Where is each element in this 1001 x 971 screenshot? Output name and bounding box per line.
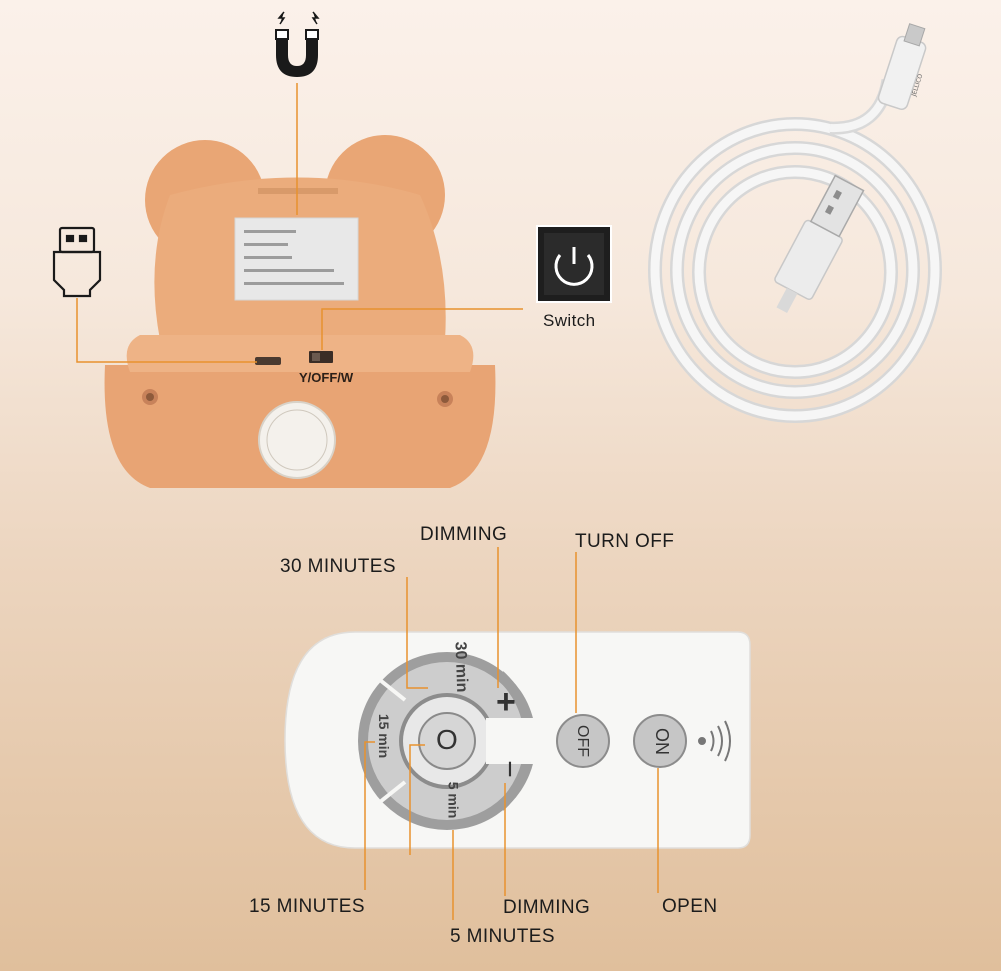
off-button[interactable] (556, 714, 610, 768)
micro-usb-port (255, 357, 281, 365)
label-5-minutes: 5 MINUTES (450, 926, 555, 947)
switch-positions-label: Y/OFF/W (299, 370, 354, 385)
bear-night-light-back (104, 135, 496, 488)
label-15-minutes: 15 MINUTES (249, 896, 365, 917)
power-icon (536, 225, 612, 303)
button-label-30min: 30 min (451, 641, 471, 693)
center-button-label: O (436, 724, 458, 755)
label-dimming-top: DIMMING (420, 524, 508, 545)
plus-button-label: + (496, 683, 516, 721)
minus-button-label: − (492, 760, 526, 778)
on-button[interactable] (633, 714, 687, 768)
center-button[interactable] (418, 712, 476, 770)
label-open: OPEN (662, 896, 718, 917)
ir-signal-icon (698, 720, 731, 762)
top-seam (258, 188, 338, 194)
magnet-icon (275, 11, 320, 77)
on-button-label: ON (652, 728, 672, 755)
remote-leader-lines (364, 547, 659, 920)
device-leader-lines (76, 83, 523, 363)
button-label-5min: 5 min (445, 781, 462, 819)
label-dimming-bottom: DIMMING (503, 897, 591, 918)
label-30-minutes: 30 MINUTES (280, 556, 396, 577)
switch-label: Switch (543, 311, 596, 330)
usb-plug-icon (52, 226, 102, 298)
qc-sticker (258, 401, 336, 479)
button-label-15min: 15 min (376, 713, 393, 759)
spec-label-lines (244, 230, 344, 285)
bear-waist (126, 335, 474, 372)
remote-control (284, 631, 751, 849)
label-turn-off: TURN OFF (575, 531, 675, 552)
usb-cable: JELLICO (648, 23, 942, 423)
off-button-label: OFF (574, 725, 591, 757)
